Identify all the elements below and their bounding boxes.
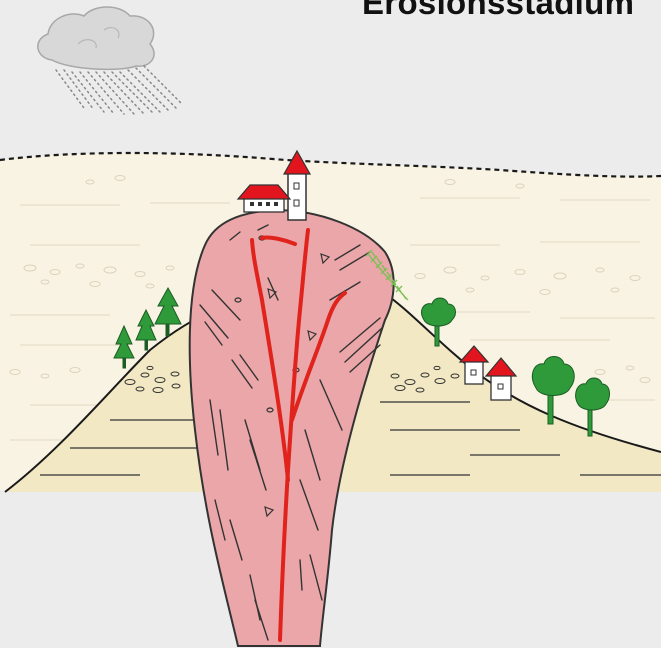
rain-cloud-icon [38,7,182,114]
house-icon [238,185,290,212]
rain-streaks [56,66,182,114]
